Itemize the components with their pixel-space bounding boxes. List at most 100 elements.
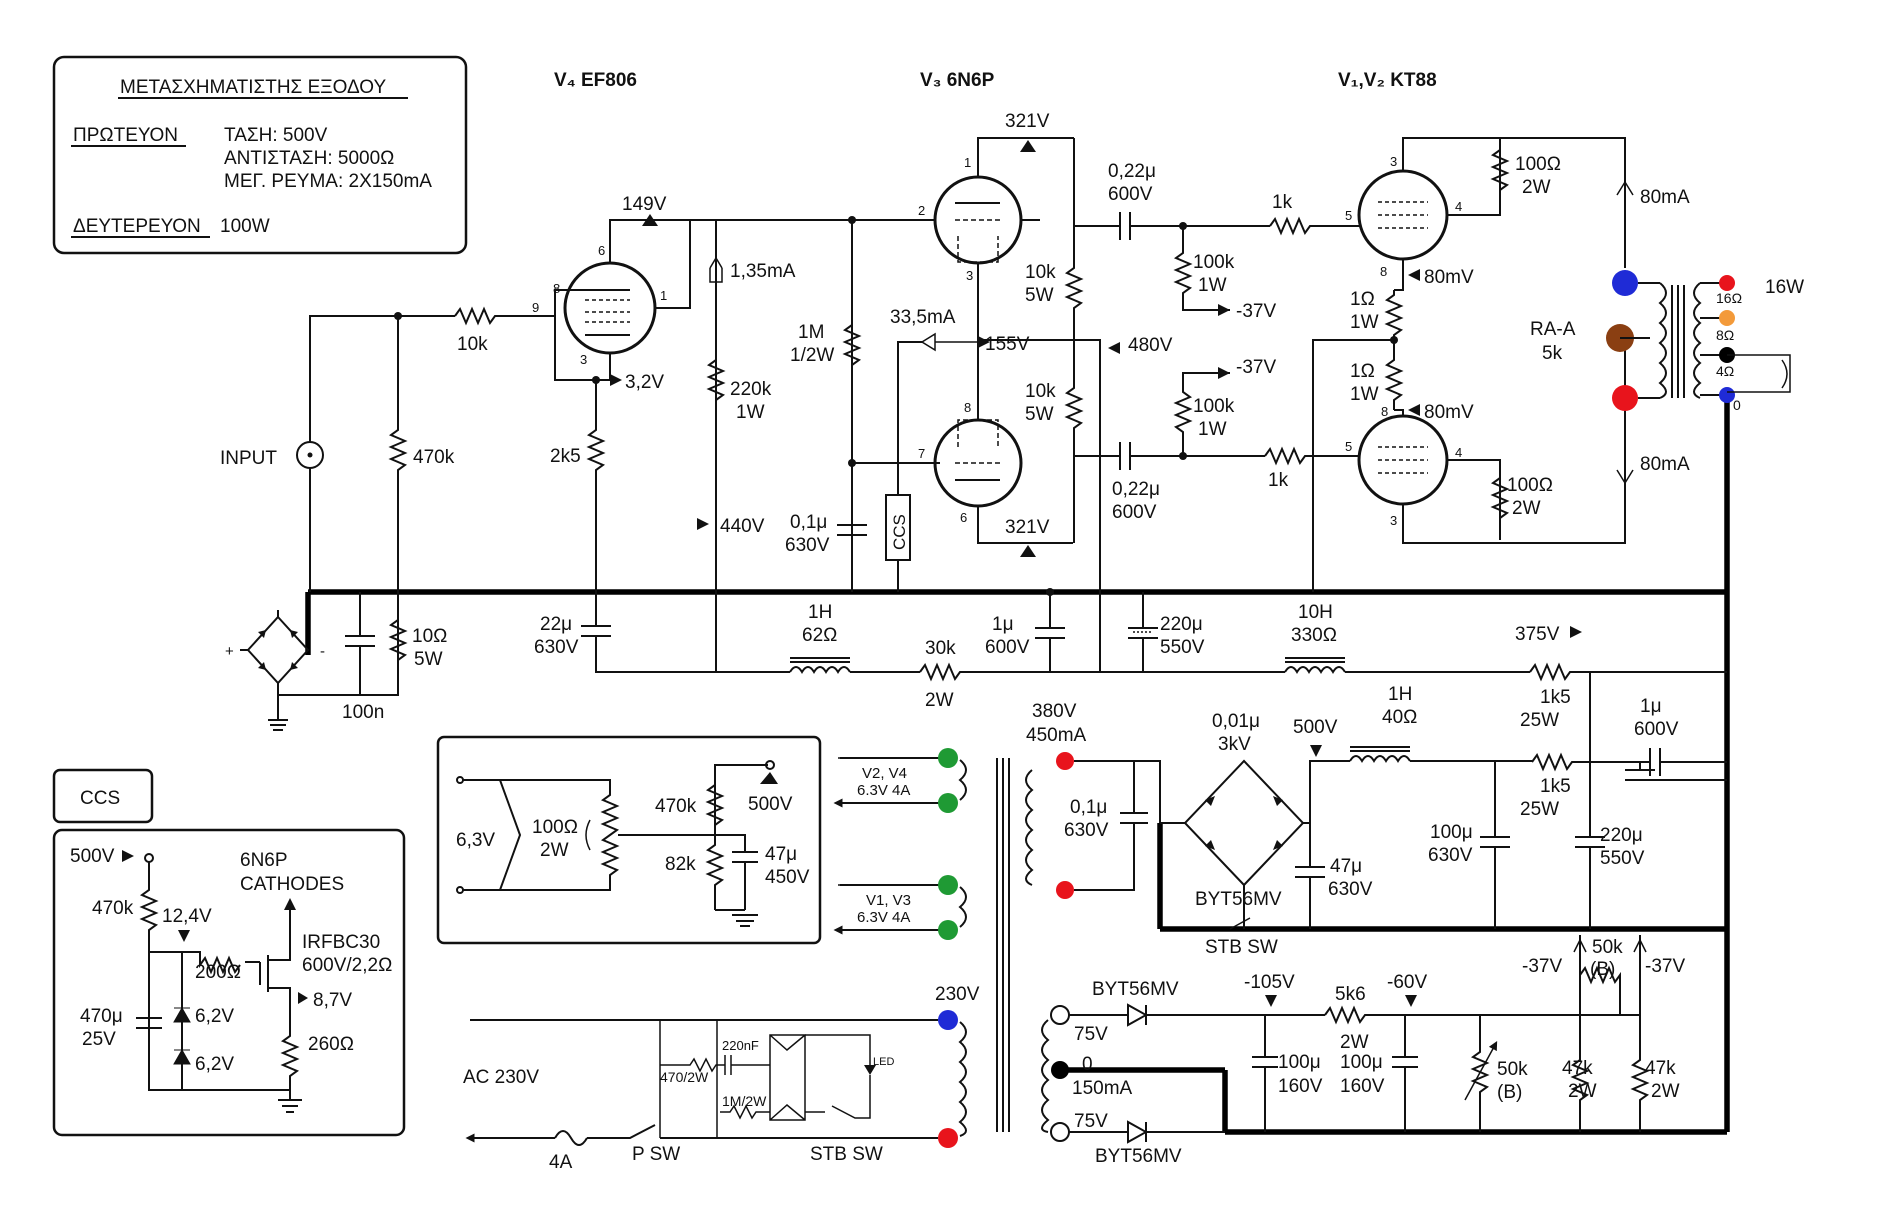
mains-transformer-core-icon — [996, 758, 1010, 1132]
label-ccs-500v: 500V — [70, 846, 115, 867]
label-80ma-upper: 80mA — [1640, 187, 1690, 208]
label-100k-lower-1w: 1W — [1198, 419, 1227, 440]
label-byt56mv-upper: BYT56MV — [1092, 979, 1179, 1000]
ccs-block-label: CCS — [890, 514, 909, 550]
label-byt56mv-bridge: BYT56MV — [1195, 889, 1282, 910]
label-v1-v3: V1, V3 — [866, 892, 911, 909]
label-230v: 230V — [935, 984, 980, 1005]
pin-label: 8 — [553, 281, 560, 296]
resistor-100-ohm-lower — [1490, 477, 1510, 519]
label-stb-sw: STB SW — [810, 1144, 883, 1165]
label-470-2w: 470/2W — [660, 1069, 709, 1085]
mains-primary-terminal-icon — [938, 1010, 958, 1030]
label-155v: 155V — [985, 334, 1030, 355]
label-30k-2w: 2W — [925, 690, 954, 711]
tube-v3-upper-icon — [933, 175, 1023, 265]
label-100-ohm-lower-2w: 2W — [1512, 498, 1541, 519]
label-47k-b: 47k — [1645, 1058, 1676, 1079]
resistor-470k — [388, 316, 408, 592]
label-1h: 1H — [808, 602, 832, 623]
heater-terminal-icon — [938, 920, 958, 940]
pin-label: 3 — [1390, 513, 1397, 528]
label-100n: 100n — [342, 702, 384, 723]
output-transformer-secondary-icon — [1693, 282, 1702, 399]
label-75v-upper: 75V — [1074, 1024, 1108, 1045]
label-10k-lower: 10k — [1025, 381, 1056, 402]
divider-resistors — [705, 784, 725, 910]
bridge-rectifier-icon: + - 100n 10Ω 5W — [225, 592, 447, 731]
secondary-value: 100W — [220, 216, 270, 237]
label-0: 0 — [1733, 397, 1741, 413]
label-ps-1h: 1H — [1388, 684, 1412, 705]
label-100u-a-160v: 160V — [1278, 1076, 1323, 1097]
label-minus-37v-bias-b: -37V — [1645, 956, 1685, 977]
label-2k5: 2k5 — [550, 446, 581, 467]
label-irfbc30: IRFBC30 — [302, 932, 380, 953]
label-4-ohm: 4Ω — [1716, 363, 1734, 379]
heater-terminal-icon — [938, 875, 958, 895]
heater-terminal-icon — [938, 793, 958, 813]
label-100u-630v: 630V — [1428, 845, 1473, 866]
potentiometer-100-ohm — [500, 779, 620, 891]
label-80mv-upper: 80mV — [1424, 267, 1474, 288]
current-arrow-icon — [1616, 180, 1634, 222]
label-v1-v3-6-3v-4a: 6.3V 4A — [857, 909, 910, 926]
choke-10h-icon — [1284, 666, 1346, 674]
output-transformer-plate-terminal-icon — [1612, 270, 1638, 296]
primary-label: ΠΡΩΤΕΥΟΝ — [73, 125, 178, 146]
stb-switch-icon — [831, 1075, 871, 1119]
ccs-detail: CCS 500V 470k 12,4V 6,2V 6,2V 200Ω 470μ … — [52, 768, 406, 1137]
mains-hv-secondary-icon — [1025, 769, 1034, 886]
tube-v4-ef806-icon — [563, 261, 657, 355]
label-600v-lower: 600V — [1112, 502, 1157, 523]
mains-primary-terminal-icon — [938, 1128, 958, 1148]
label-200-ohm: 200Ω — [195, 962, 241, 983]
label-62-ohm: 62Ω — [802, 625, 837, 646]
capacitor-0-22u-upper — [1119, 212, 1270, 240]
resistor-1-ohm-upper — [1384, 290, 1404, 340]
label-1u-600v: 600V — [985, 637, 1030, 658]
label-0-01u-3kv: 3kV — [1218, 734, 1251, 755]
label-149v: 149V — [622, 194, 667, 215]
capacitor-47u-heater — [715, 834, 758, 910]
label-1k5-b: 1k5 — [1540, 776, 1571, 797]
label-100-ohm-lower: 100Ω — [1507, 475, 1553, 496]
balance-potentiometer-50k — [1579, 965, 1621, 1015]
resistor-1k-upper — [1269, 216, 1360, 236]
label-10-ohm: 10Ω — [412, 626, 447, 647]
choke-1h-icon — [789, 666, 851, 674]
label-330-ohm: 330Ω — [1291, 625, 1337, 646]
pin-label: 5 — [1345, 439, 1352, 454]
label-600v-upper: 600V — [1108, 184, 1153, 205]
output-stage: 0,22μ 600V 100k 1W -37V 1k 0,22μ 600V 10… — [1074, 137, 1804, 592]
label-82k: 82k — [665, 854, 696, 875]
mains-and-bias-supply: 230V AC 230V 4A P SW 220nF 470/2W 1M/2W … — [463, 935, 1685, 1173]
minus-sign: - — [320, 643, 325, 660]
label-1-ohm-lower: 1Ω — [1350, 361, 1375, 382]
label-stb-sw-hv: STB SW — [1205, 937, 1278, 958]
tube-label-v4: V₄ EF806 — [554, 70, 637, 91]
label-1-35ma: 1,35mA — [730, 261, 796, 282]
pin-label: 2 — [918, 203, 925, 218]
label-minus-37v-bias-a: -37V — [1522, 956, 1562, 977]
resistor-47k-a — [1570, 1015, 1590, 1132]
label-47k-a: 47k — [1562, 1058, 1593, 1079]
label-ac-230v: AC 230V — [463, 1067, 539, 1088]
label-100-ohm-upper: 100Ω — [1515, 154, 1561, 175]
resistor-1k5-a — [1529, 662, 1590, 682]
current-arrow-icon — [1616, 447, 1634, 485]
info-box-title: ΜΕΤΑΣΧΗΜΑΤΙΣΤΗΣ ΕΞΟΔΟΥ — [120, 77, 386, 98]
resistor-1m — [842, 324, 862, 366]
mains-transformer-hv-terminal-icon — [1056, 752, 1074, 770]
speaker-terminal-0-icon — [1719, 387, 1735, 403]
label-470k: 470k — [413, 447, 455, 468]
capacitor-22u — [581, 592, 790, 673]
label-0-22u-lower: 0,22μ — [1112, 479, 1160, 500]
primary-max-current: ΜΕΓ. ΡΕΥΜΑ: 2Χ150mA — [224, 171, 432, 192]
primary-voltage: ΤΑΣΗ: 500V — [224, 125, 328, 146]
high-voltage-psu: 1k5 25W 1k5 25W 1μ 600V 380V 450mA 0,1μ … — [1025, 671, 1727, 958]
label-5k6: 5k6 — [1335, 984, 1366, 1005]
label-220k-1w: 1W — [736, 402, 765, 423]
pin-label: 7 — [918, 446, 925, 461]
label-470k-heater: 470k — [655, 796, 697, 817]
